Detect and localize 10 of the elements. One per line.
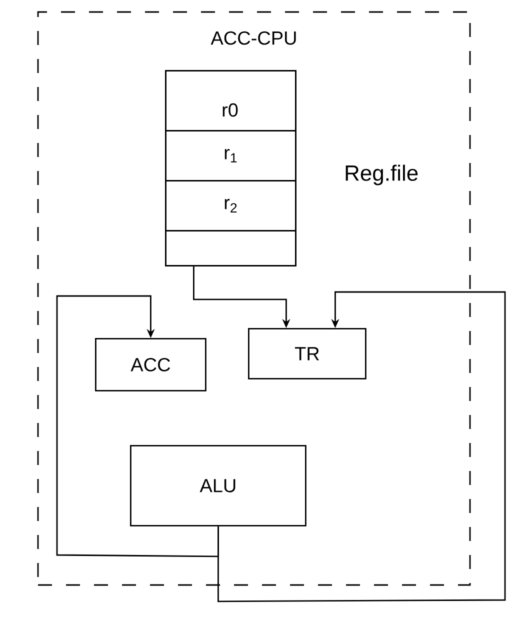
unit-box: ALU — [130, 445, 306, 526]
unit-box: TR — [248, 328, 366, 380]
arrow — [218, 291, 506, 602]
arrow — [56, 295, 219, 558]
register-cell: r$_{1}$ — [165, 130, 296, 182]
register-cell: r$_{2}$ — [165, 180, 296, 232]
node-caption: Reg.file — [346, 164, 418, 186]
unit-box: ACC — [95, 338, 206, 392]
register-cell: r0 — [165, 70, 296, 132]
register-cell — [165, 230, 296, 266]
